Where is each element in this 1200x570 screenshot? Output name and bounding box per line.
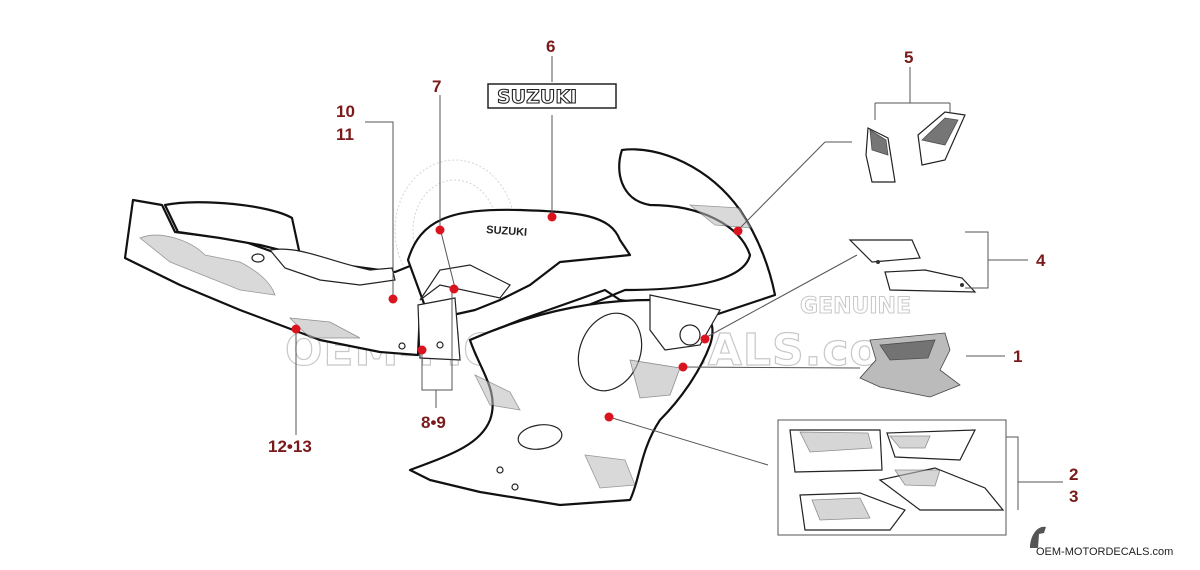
callout-2: 2 (1069, 465, 1078, 484)
marker-10-11 (388, 294, 398, 304)
callout-10: 10 (336, 102, 355, 121)
callout-1: 1 (1013, 347, 1022, 366)
marker-12-13 (291, 324, 301, 334)
bird-logo-icon (1030, 526, 1046, 548)
suzuki-emblem-decal: SUZUKI (497, 86, 577, 108)
callout-4: 4 (1036, 251, 1046, 270)
callout-5: 5 (904, 48, 913, 67)
marker-2-3 (604, 412, 614, 422)
footer-brand: OEM-MOTORDECALS.com (1030, 526, 1173, 558)
motorcycle-fairing-outline: SUZUKI (123, 148, 777, 507)
callout-7: 7 (432, 77, 441, 96)
leader-lines (295, 56, 1063, 510)
location-markers (291, 212, 743, 422)
callout-3: 3 (1069, 487, 1078, 506)
marker-8-9-lower (417, 345, 427, 355)
callout-12-13: 12•13 (268, 437, 312, 456)
marker-5 (733, 226, 743, 236)
decal-parts: SUZUKI (487, 83, 1007, 536)
footer-site-text: OEM-MOTORDECALS.com (1036, 546, 1173, 558)
callout-6: 6 (546, 37, 555, 56)
marker-8-9-upper (449, 284, 459, 294)
tank-suzuki-logo: SUZUKI (486, 224, 528, 239)
marker-7 (435, 225, 445, 235)
watermark-genuine-text: GENUINE (800, 294, 911, 319)
callout-11: 11 (336, 125, 354, 144)
marker-4 (700, 334, 710, 344)
callout-labels: 6 7 10 11 12•13 8•9 5 4 1 2 3 (268, 37, 1078, 506)
callout-8-9: 8•9 (421, 413, 446, 432)
marker-6 (547, 212, 557, 222)
marker-1 (678, 362, 688, 372)
